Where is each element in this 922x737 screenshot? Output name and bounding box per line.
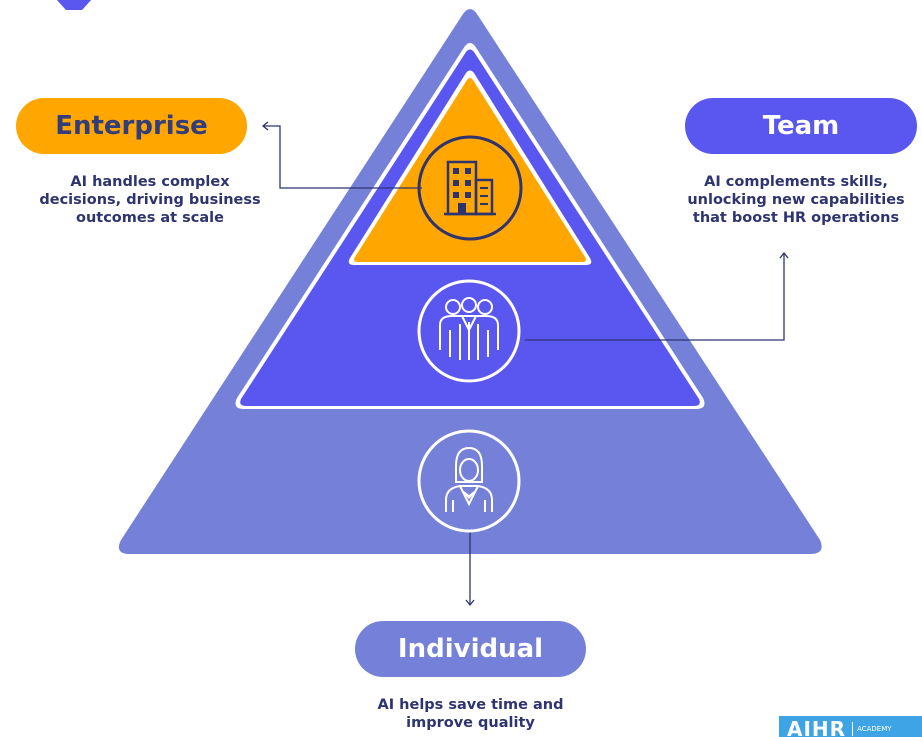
team-description-line: AI complements skills, [704,174,888,190]
team-title: Team [762,111,840,141]
team-description-line: unlocking new capabilities [687,192,905,208]
enterprise-title: Enterprise [55,111,208,141]
team-description-line: that boost HR operations [692,210,900,226]
person-icon [417,429,521,533]
individual-title: Individual [397,634,544,664]
logo-text: AIHR [787,717,847,737]
individual-description: AI helps save time and improve quality [343,696,598,732]
aihr-logo: AIHR ACADEMY [779,716,922,737]
individual-label-pill: Individual [355,621,586,677]
enterprise-description-line: AI handles complex [70,174,230,190]
enterprise-description-line: outcomes at scale [76,210,224,226]
arrow-team [779,251,789,259]
individual-description-line: AI helps save time and [377,697,564,713]
enterprise-label-pill: Enterprise [16,98,247,154]
individual-description-line: improve quality [406,715,535,731]
arrow-enterprise [261,121,269,131]
team-icon [417,279,521,383]
enterprise-description: AI handles complex decisions, driving bu… [17,173,283,227]
connector-enterprise [264,125,422,189]
team-label-pill: Team [685,98,917,154]
team-description: AI complements skills, unlocking new cap… [670,173,922,227]
logo-subtext: ACADEMY [852,721,892,736]
connector-team [525,254,785,341]
building-icon [417,135,523,241]
enterprise-description-line: decisions, driving business [39,192,261,208]
heading-fragment [56,0,92,10]
arrow-individual [465,599,475,607]
